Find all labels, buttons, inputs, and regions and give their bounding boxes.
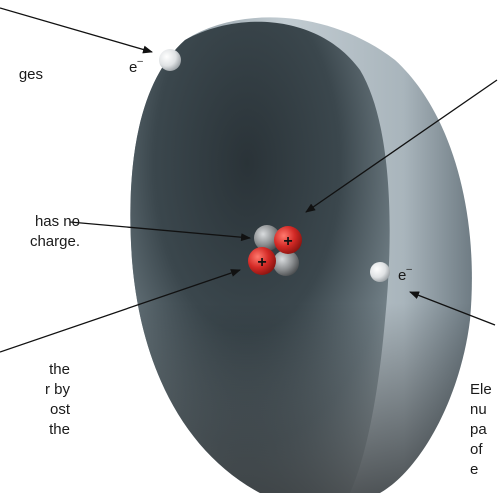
neutron — [273, 250, 299, 276]
label-mid-left: has no charge. — [29, 213, 80, 250]
electron-label-right: e– — [398, 264, 412, 284]
proton — [248, 247, 276, 275]
label-top-left: ges — [18, 66, 43, 83]
arrow-bottom-left — [0, 269, 241, 353]
label-bottom-right: Ele nu pa of e — [470, 381, 492, 478]
arrow-top-left — [0, 7, 153, 54]
proton-sign: + — [283, 233, 292, 250]
electron-symbol: e — [129, 59, 138, 76]
electron-label-top: e– — [129, 56, 143, 76]
electron-charge: – — [137, 56, 143, 67]
nucleus: + + — [248, 225, 302, 276]
label-bottom-left: the r by ost the — [44, 361, 70, 438]
shell-shadow — [130, 17, 472, 494]
electron-charge: – — [406, 264, 412, 275]
electron-right — [370, 262, 390, 282]
proton-sign: + — [257, 254, 266, 271]
neutron — [254, 225, 280, 251]
electron-symbol: e — [398, 267, 407, 284]
arrow-bottom-right — [409, 291, 496, 326]
electron-top — [159, 49, 181, 71]
arrow-top-right — [305, 79, 498, 213]
arrow-mid-left — [69, 221, 251, 242]
proton — [274, 226, 302, 254]
